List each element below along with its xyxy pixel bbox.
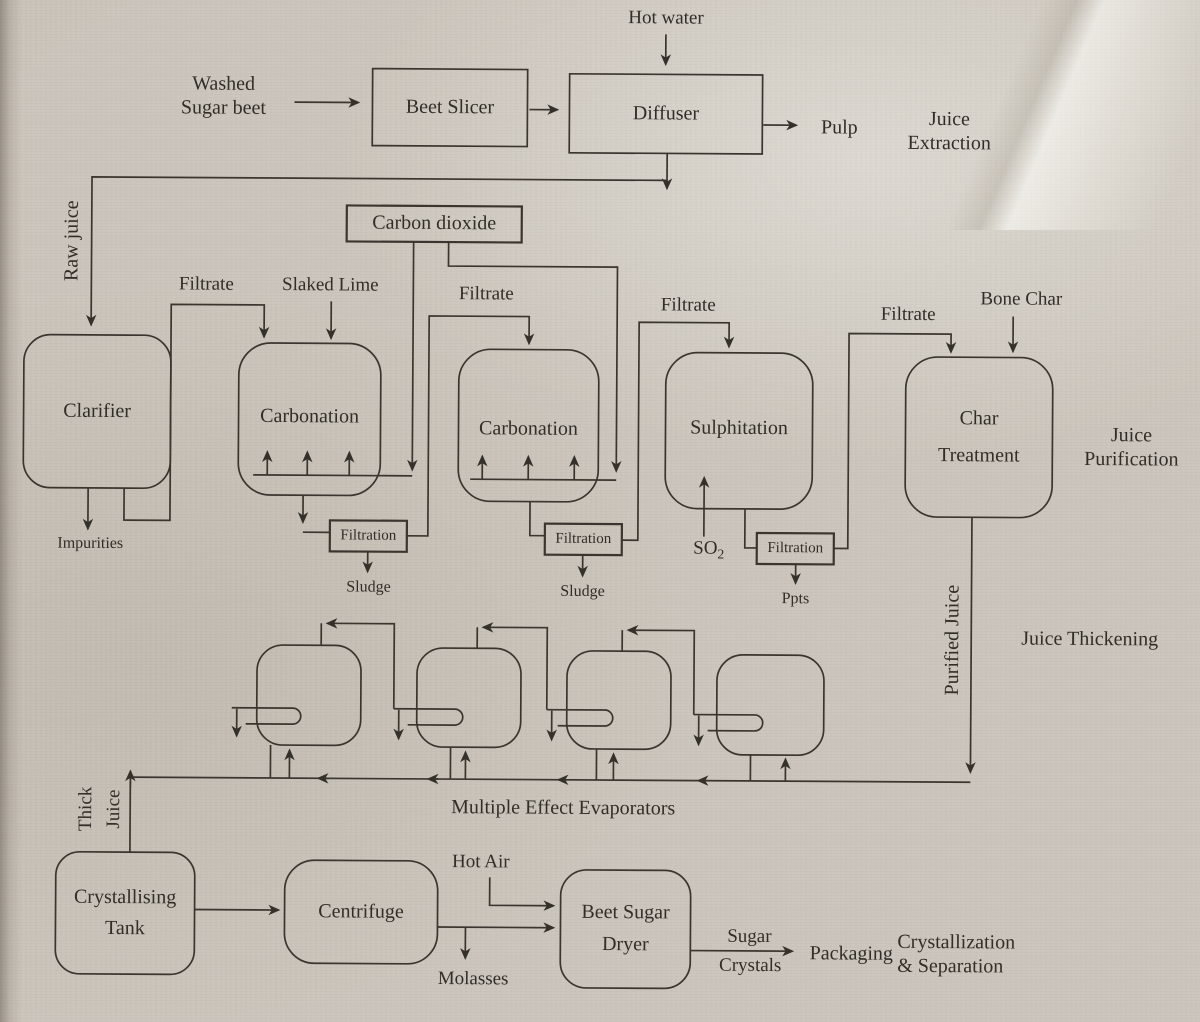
sparge-pipe-1 xyxy=(253,474,413,477)
line-filtrate-2 xyxy=(406,315,535,537)
label-beet-sugar-dryer: Beet Sugar Dryer xyxy=(581,901,670,956)
section-juice-extraction: Juice Extraction xyxy=(907,108,991,155)
line-purified-juice xyxy=(965,517,976,775)
beet-slicer-box xyxy=(371,67,529,148)
label-sludge-1: Sludge xyxy=(346,578,391,596)
evap-3-coil xyxy=(546,708,614,727)
line-filtrate-1 xyxy=(123,303,270,522)
label-thick-juice-line1: Thick xyxy=(74,786,97,832)
line-co2-to-carbonation-2 xyxy=(447,242,622,473)
label-molasses: Molasses xyxy=(437,967,509,990)
label-filtrate-4: Filtrate xyxy=(880,303,936,325)
section-juice-purification: Juice Purification xyxy=(1084,424,1179,471)
label-thick-juice-line2: Juice xyxy=(102,789,125,829)
line-raw-juice xyxy=(85,176,668,327)
char-treatment-vessel xyxy=(904,356,1054,519)
line-filtrate-4 xyxy=(833,332,957,550)
label-filtrate-2: Filtrate xyxy=(458,282,514,305)
carbonation-1-vessel xyxy=(237,342,382,497)
sulphitation-vessel xyxy=(664,351,814,510)
beet-sugar-dryer-vessel xyxy=(559,869,692,990)
line-filtrate-3 xyxy=(621,321,735,542)
label-sugar-crystals-line2: Crystals xyxy=(719,954,782,976)
label-filtrate-1: Filtrate xyxy=(178,273,234,295)
arrow-centrifuge-to-dryer xyxy=(437,922,556,933)
arrow-sugar-crystals xyxy=(690,945,795,957)
label-crystallising-tank: Crystallising Tank xyxy=(73,885,177,939)
evaporator-3-vessel xyxy=(565,650,672,751)
carbon-dioxide-box xyxy=(345,204,523,244)
line-sulph-to-filtration-3 xyxy=(743,508,757,549)
section-juice-thickening: Juice Thickening xyxy=(1021,627,1159,651)
label-slaked-lime: Slaked Lime xyxy=(282,273,379,296)
arrow-hot-air xyxy=(488,877,556,911)
caption-multiple-effect-evaporators: Multiple Effect Evaporators xyxy=(451,796,676,820)
label-bone-char: Bone Char xyxy=(980,288,1063,310)
section-crystallization-separation: Crystallization & Separation xyxy=(897,931,1016,978)
label-pulp: Pulp xyxy=(820,116,858,139)
label-filtration-2: Filtration xyxy=(555,530,612,547)
crystallising-tank-vessel xyxy=(54,850,196,976)
evaporator-2-vessel xyxy=(415,647,522,749)
label-ppts: Ppts xyxy=(781,589,810,607)
carbonation-2-vessel xyxy=(457,348,600,503)
label-packaging: Packaging xyxy=(809,942,894,966)
label-beet-slicer: Beet Slicer xyxy=(405,95,495,119)
evap-4-coil xyxy=(693,713,764,732)
centrifuge-vessel xyxy=(283,859,439,965)
label-purified-juice: Purified Juice xyxy=(941,584,964,696)
label-impurities: Impurities xyxy=(57,534,124,552)
evap-3-vapor-line xyxy=(626,625,696,715)
label-char-treatment: Char Treatment xyxy=(938,407,1020,467)
sparge-pipe-2 xyxy=(470,478,617,481)
label-sulphitation: Sulphitation xyxy=(690,416,788,440)
evap-1-coil xyxy=(231,706,302,725)
label-filtrate-3: Filtrate xyxy=(660,294,716,316)
label-raw-juice: Raw juice xyxy=(60,200,84,282)
diffuser-box xyxy=(568,72,764,155)
line-carb2-to-filtration-2 xyxy=(528,501,545,537)
evap-1-vapor-line xyxy=(325,618,396,709)
label-carbonation-2: Carbonation xyxy=(478,417,579,441)
label-so2: SO2 xyxy=(693,537,725,562)
evaporator-1-vessel xyxy=(255,644,362,747)
evaporator-4-vessel xyxy=(715,654,825,757)
label-filtration-3: Filtration xyxy=(767,539,824,557)
evap-2-vapor-line xyxy=(481,622,549,710)
label-diffuser: Diffuser xyxy=(632,101,700,125)
label-sugar-crystals-line1: Sugar xyxy=(727,925,772,947)
label-carbonation-1: Carbonation xyxy=(260,405,360,428)
label-washed-sugar-beet: Washed Sugar beet xyxy=(180,72,267,119)
label-filtration-1: Filtration xyxy=(340,527,397,544)
line-co2-to-carbonation-1 xyxy=(407,241,418,472)
arrow-tank-to-centrifuge xyxy=(194,904,281,916)
label-sludge-2: Sludge xyxy=(560,582,605,600)
evaporator-bus xyxy=(130,776,971,784)
evap-2-coil xyxy=(393,707,464,726)
label-hot-air: Hot Air xyxy=(452,850,510,873)
label-clarifier: Clarifier xyxy=(63,399,132,422)
label-centrifuge: Centrifuge xyxy=(318,899,404,923)
label-hot-water: Hot water xyxy=(628,6,704,29)
label-carbon-dioxide: Carbon dioxide xyxy=(372,211,497,235)
